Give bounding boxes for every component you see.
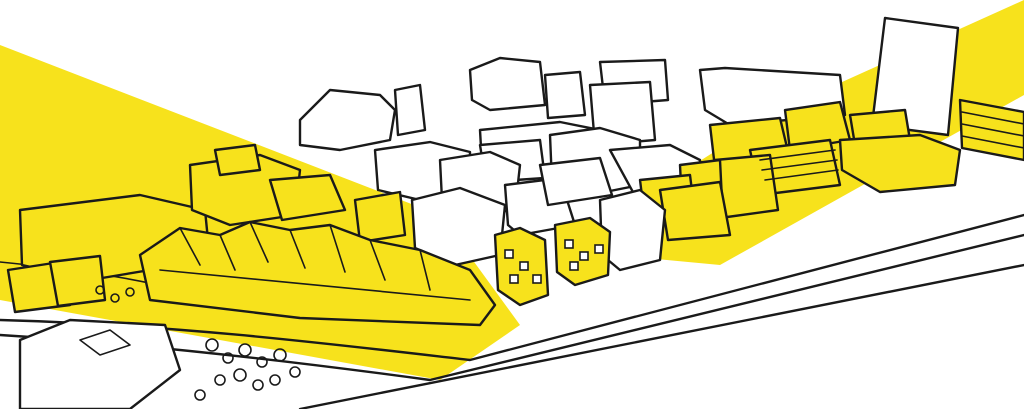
brick-building <box>958 98 1024 162</box>
sawtooth-complex <box>138 220 497 327</box>
right-yellow-buildings <box>638 100 962 242</box>
tower-building <box>870 16 960 137</box>
apartment-blocks-yellow <box>493 216 612 307</box>
foreground-block <box>18 318 182 409</box>
tree-icon <box>95 285 301 401</box>
central-white-blocks <box>410 156 667 272</box>
